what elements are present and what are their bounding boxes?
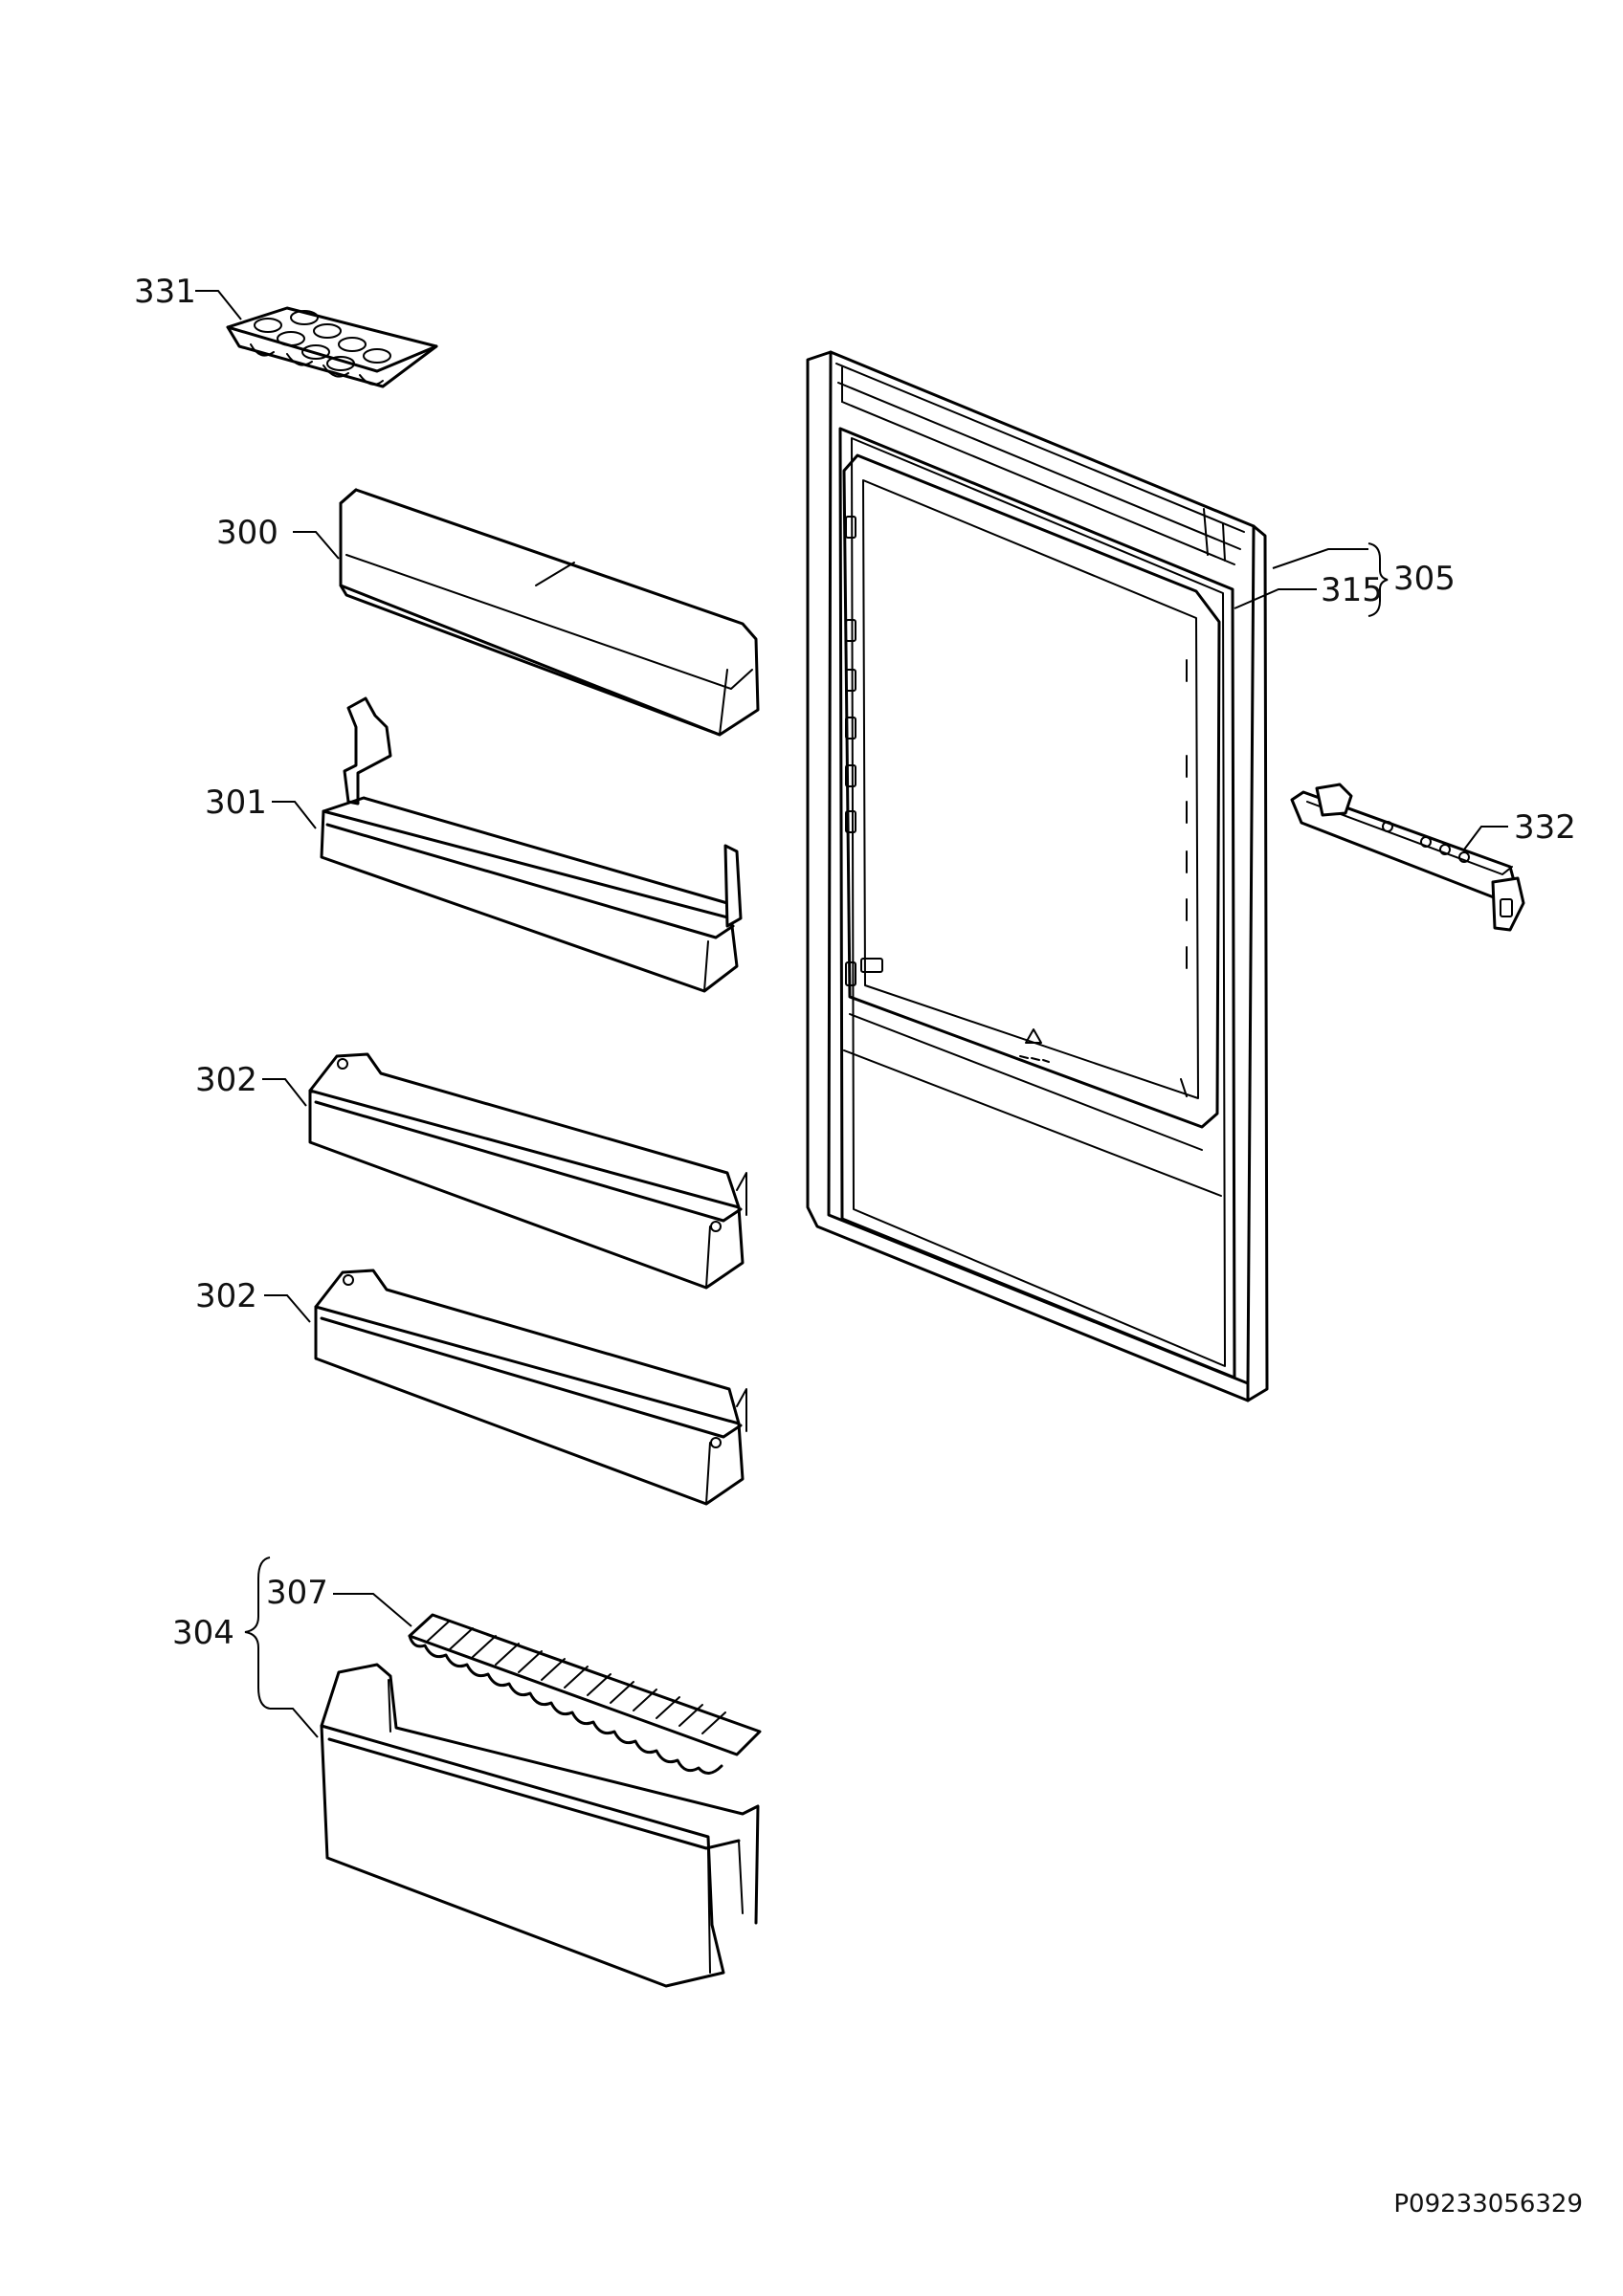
callout-307: 307 (266, 1574, 328, 1612)
leader-304 (270, 1708, 319, 1738)
bottle-retainer-part[interactable] (408, 1613, 762, 1775)
callout-302-lower: 302 (195, 1277, 257, 1315)
leader-302-lower (264, 1294, 311, 1323)
leader-332 (1463, 826, 1508, 850)
door-shelf-302-upper-part[interactable] (308, 1052, 747, 1290)
leader-307 (333, 1593, 412, 1627)
leader-300 (293, 531, 340, 560)
leader-331 (195, 290, 242, 320)
door-shelf-301-part[interactable] (320, 696, 743, 993)
brace-304 (244, 1556, 271, 1710)
dairy-cover-part[interactable] (339, 488, 760, 737)
door-shelf-302-lower-part[interactable] (314, 1269, 747, 1506)
leader-305 (1272, 548, 1368, 569)
leader-315 (1234, 588, 1317, 609)
door-hinge-bracket-part[interactable] (1290, 783, 1525, 932)
leader-302-upper (262, 1078, 307, 1107)
door-assembly-part[interactable] (806, 350, 1269, 1402)
bottle-shelf-part[interactable] (320, 1663, 760, 1988)
callout-300: 300 (216, 514, 278, 552)
egg-tray-part[interactable] (226, 306, 438, 388)
callout-331: 331 (134, 273, 196, 311)
callout-332: 332 (1514, 808, 1576, 847)
document-number: P09233056329 (1393, 2190, 1583, 2219)
callout-305: 305 (1393, 560, 1456, 598)
leader-301 (272, 801, 317, 829)
brace-305 (1367, 542, 1389, 617)
callout-304: 304 (172, 1614, 234, 1652)
callout-315: 315 (1321, 571, 1383, 609)
callout-302-upper: 302 (195, 1061, 257, 1099)
callout-301: 301 (205, 784, 267, 822)
